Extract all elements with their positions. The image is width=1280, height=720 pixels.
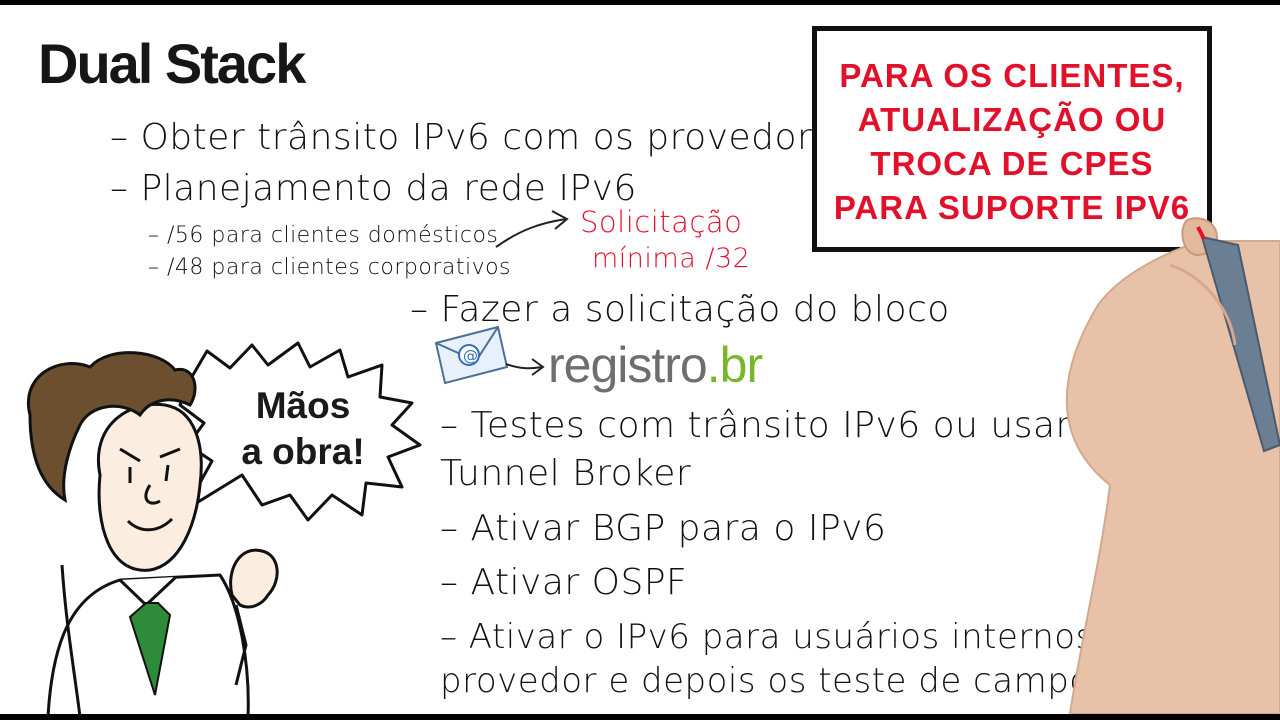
illustration-layer: @: [26, 210, 1280, 714]
bullet-internal-users-line2: provedor e depois os teste de campo: [440, 661, 1091, 701]
speech-bubble-line1: Mãos: [255, 385, 351, 426]
arrow-to-note-icon: [495, 218, 567, 248]
notice-line-2: ATUALIZAÇÃO OU: [857, 101, 1167, 138]
notice-line-4: PARA SUPORTE IPV6: [833, 189, 1191, 226]
marker-icon: [1200, 235, 1280, 453]
bullet-internal-users-line1: – Ativar o IPv6 para usuários internos, …: [440, 617, 1160, 657]
request-note-line2: mínima /32: [592, 243, 751, 274]
bullet-ospf: – Ativar OSPF: [440, 562, 688, 603]
bullet-transit: – Obter trânsito IPv6 com os provedores: [110, 117, 854, 158]
green-tie: [128, 602, 172, 696]
arrow-to-registro-icon: [505, 363, 543, 370]
registro-logo-main: registro: [548, 337, 708, 393]
sub-bullet-corporate: – /48 para clientes corporativos: [148, 255, 512, 280]
character-illustration: [26, 351, 279, 714]
bullet-bgp: – Ativar BGP para o IPv6: [440, 508, 887, 549]
bullet-request-block: – Fazer a solicitação do bloco: [410, 289, 950, 330]
notice-line-1: PARA OS CLIENTES,: [839, 57, 1185, 94]
request-note-line1: Solicitação: [580, 205, 743, 239]
client-notice-box: PARA OS CLIENTES, ATUALIZAÇÃO OU TROCA D…: [812, 26, 1212, 252]
whiteboard: Dual Stack – Obter trânsito IPv6 com os …: [0, 5, 1280, 714]
registro-br-logo: registro.br: [548, 336, 763, 394]
speech-bubble-text: Mãos a obra!: [228, 383, 378, 475]
hand-with-marker-icon: [1065, 217, 1280, 714]
bullet-planning: – Planejamento da rede IPv6: [110, 168, 637, 209]
speech-bubble-line2: a obra!: [241, 431, 365, 472]
sub-bullet-domestic: – /56 para clientes domésticos: [148, 223, 499, 248]
notice-line-3: TROCA DE CPES: [870, 145, 1154, 182]
email-envelope-icon: @: [434, 325, 509, 385]
registro-logo-dot: .: [706, 337, 721, 393]
page-title: Dual Stack: [38, 32, 306, 95]
registro-logo-br: br: [719, 337, 763, 393]
bullet-tests-line1: – Testes com trânsito IPv6 ou usando: [440, 405, 1125, 446]
character-hair: [26, 351, 197, 504]
bullet-tests-line2: Tunnel Broker: [440, 453, 692, 494]
at-sign-icon: @: [463, 347, 478, 365]
fist-icon: [229, 548, 279, 609]
